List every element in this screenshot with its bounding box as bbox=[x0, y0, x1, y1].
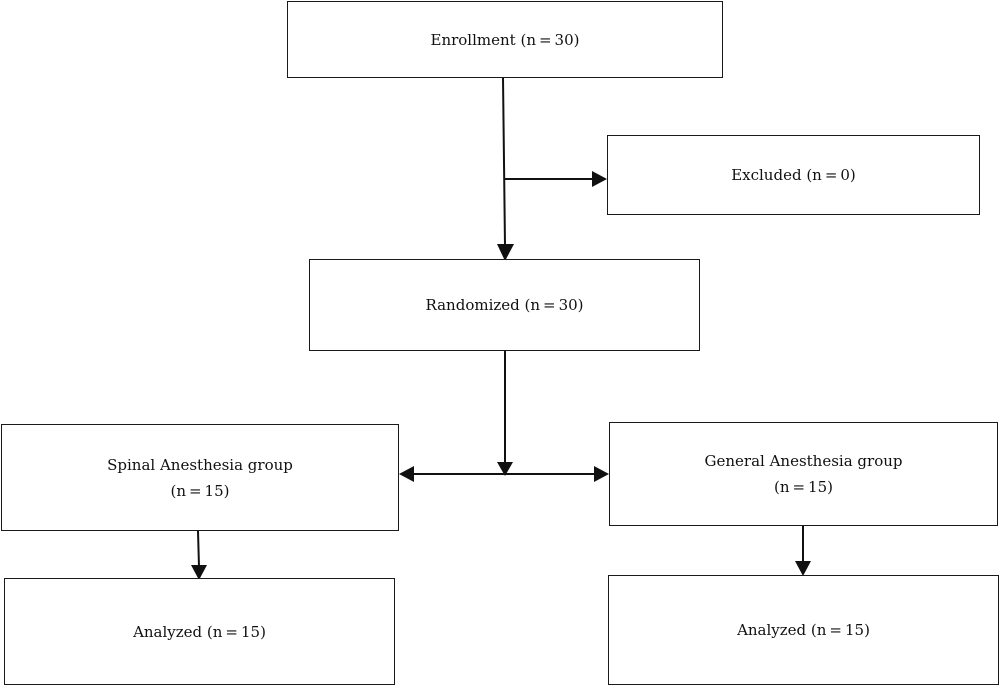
arrowhead-general-group bbox=[594, 466, 609, 482]
spinal-group-name: Spinal Anesthesia group bbox=[107, 455, 293, 474]
general-analyzed-label: Analyzed (n = 15) bbox=[737, 621, 870, 639]
arrowhead-split bbox=[497, 462, 513, 476]
connector-spinal-analyzed bbox=[197, 530, 200, 568]
spinal-analyzed-label: Analyzed (n = 15) bbox=[133, 622, 266, 641]
enrollment-label: Enrollment (n = 30) bbox=[430, 30, 580, 49]
arrowhead-spinal-group bbox=[399, 466, 414, 482]
general-group-box: General Anesthesia group (n = 15) bbox=[609, 422, 998, 526]
spinal-group-box: Spinal Anesthesia group (n = 15) bbox=[1, 424, 399, 531]
enrollment-box: Enrollment (n = 30) bbox=[287, 1, 723, 78]
excluded-label: Excluded (n = 0) bbox=[731, 166, 856, 184]
general-analyzed-box: Analyzed (n = 15) bbox=[608, 575, 999, 685]
randomized-box: Randomized (n = 30) bbox=[309, 259, 700, 351]
general-group-name: General Anesthesia group bbox=[704, 452, 903, 470]
arrowhead-excluded bbox=[592, 171, 607, 187]
arrowhead-randomized bbox=[497, 244, 514, 261]
randomized-label: Randomized (n = 30) bbox=[425, 296, 584, 314]
spinal-group-count: (n = 15) bbox=[170, 481, 230, 500]
arrowhead-general-analyzed bbox=[795, 561, 811, 576]
arrowhead-spinal-analyzed bbox=[191, 565, 207, 580]
excluded-box: Excluded (n = 0) bbox=[607, 135, 980, 215]
spinal-analyzed-box: Analyzed (n = 15) bbox=[4, 578, 395, 685]
general-group-count: (n = 15) bbox=[773, 478, 833, 496]
connector-enrollment-randomized bbox=[502, 77, 506, 247]
